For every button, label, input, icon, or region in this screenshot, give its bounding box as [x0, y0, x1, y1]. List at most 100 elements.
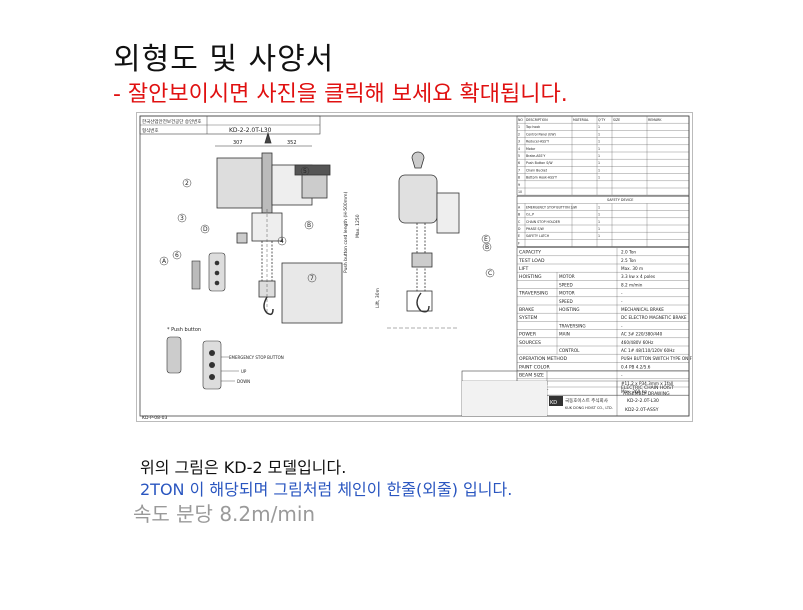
- spec-value: MECHANICAL BRAKE: [621, 307, 664, 312]
- spec-sub: SPEED: [559, 282, 573, 287]
- spec-sub: MOTOR: [559, 291, 575, 296]
- page-title: 외형도 및 사양서: [113, 42, 335, 77]
- spec-value: -: [621, 373, 623, 378]
- safety-cell: 1: [598, 234, 600, 238]
- drawing-model-label: KD-2-2.0T-L30: [229, 127, 272, 134]
- spec-value: #11.2 x P34.3mm x 1fall: [621, 381, 673, 386]
- model-description: 위의 그림은 KD-2 모델입니다.: [140, 458, 347, 477]
- parts-cell: Brake-ASS'Y: [526, 154, 545, 158]
- spec-value: 8.2 m/min: [621, 282, 643, 287]
- svg-text:KD: KD: [550, 400, 557, 406]
- parts-cell: 1: [598, 161, 600, 165]
- svg-text:3: 3: [180, 215, 184, 222]
- spec-group: CAPACITY: [519, 250, 541, 256]
- parts-cell: Top hook: [525, 125, 540, 129]
- parts-cell: Chain Bucket: [526, 168, 548, 172]
- lift-label: Lift, 30m: [375, 288, 381, 308]
- safety-cell: E: [518, 234, 520, 238]
- parts-cell: 1: [598, 140, 600, 144]
- parts-cell: 5: [518, 154, 520, 158]
- spec-value: 3.3 kw x 4 poles: [621, 274, 655, 279]
- parts-cell: 1: [598, 154, 600, 158]
- svg-text:7: 7: [310, 275, 314, 282]
- svg-text:B: B: [307, 222, 311, 229]
- doc-code: KD-P-08-03: [142, 415, 167, 421]
- assembly-drawing-image[interactable]: 한국산업안전보건공단 승인번호 형식번호 KD-2-2.0T-L30 307 3…: [136, 112, 695, 422]
- svg-text:DOWN: DOWN: [237, 379, 250, 384]
- safety-cell: 1: [598, 227, 600, 231]
- spec-value: 2.5 Ton: [621, 258, 636, 263]
- parts-header-cell: MATERIAL: [573, 118, 589, 122]
- svg-text:EMERGENCY STOP BUTTON: EMERGENCY STOP BUTTON: [229, 355, 284, 360]
- spec-group: SYSTEM: [519, 315, 537, 321]
- dim-307: 307: [233, 140, 243, 146]
- chain-description: 2TON 이 해당되며 그림처럼 체인이 한줄(외줄) 입니다.: [140, 480, 513, 499]
- parts-cell: Control Panel (EW): [526, 132, 556, 136]
- safety-cell: PHASE S/W: [526, 227, 545, 231]
- safety-cell: F: [518, 241, 520, 245]
- parts-cell: Push Button S/W: [526, 161, 553, 165]
- svg-text:A: A: [162, 258, 167, 265]
- spec-value: -: [621, 323, 623, 328]
- svg-text:KD-2-2.0T-L30: KD-2-2.0T-L30: [627, 398, 659, 404]
- spec-group: BRAKE: [519, 307, 534, 313]
- parts-cell: 1: [598, 168, 600, 172]
- svg-text:2: 2: [185, 180, 189, 187]
- svg-text:D: D: [203, 226, 208, 233]
- drawing-svg: 한국산업안전보건공단 승인번호 형식번호 KD-2-2.0T-L30 307 3…: [139, 115, 695, 421]
- safety-cell: EMERGENCY STOP BUTTON S/W: [526, 205, 578, 209]
- drawing-header-cert: 한국산업안전보건공단 승인번호: [142, 118, 201, 125]
- parts-header-cell: REMARK: [648, 118, 662, 122]
- spec-value: AC 1# 48/110/120V 60Hz: [621, 348, 675, 353]
- side-view-callouts: E B C: [481, 234, 495, 278]
- spec-group: HOISTING: [519, 274, 542, 280]
- parts-cell: 1: [598, 125, 600, 129]
- spec-group: BEAM SIZE: [519, 373, 544, 379]
- parts-cell: 1: [518, 125, 520, 129]
- safety-cell: B: [518, 213, 520, 217]
- spec-value: DC ELECTRO MAGNETIC BRAKE: [621, 315, 687, 320]
- parts-header-cell: DESCRIPTION: [526, 118, 548, 122]
- svg-text:6: 6: [175, 252, 179, 259]
- spec-group: POWER: [519, 332, 537, 338]
- svg-text:* Push button: * Push button: [167, 327, 201, 333]
- parts-cell: Motor: [526, 147, 536, 151]
- spec-value: 460/480V 60Hz: [621, 340, 654, 345]
- spec-value: Max. 30 m: [621, 266, 643, 271]
- spec-value: Max. 260 kg: [621, 389, 647, 394]
- spec-value: -: [621, 299, 623, 304]
- svg-text:국동호이스트 주식회사: 국동호이스트 주식회사: [565, 397, 609, 404]
- svg-text:UP: UP: [241, 369, 247, 374]
- safety-cell: D: [518, 227, 521, 231]
- spec-sub: TRAVERSING: [558, 323, 586, 328]
- safety-cell: 1: [598, 213, 600, 217]
- svg-text:KUK DONG HOIST CO., LTD.: KUK DONG HOIST CO., LTD.: [565, 406, 613, 410]
- spec-group: OPERATION METHOD: [519, 356, 567, 362]
- hoist-front-view: 307 352: [215, 131, 343, 324]
- drawing-header-type: 형식번호: [142, 127, 159, 134]
- parts-cell: Bottom Hook-ASS'Y: [526, 176, 557, 180]
- svg-text:4: 4: [280, 238, 284, 245]
- spec-group: PAINT COLOR: [519, 364, 551, 370]
- spec-value: PUSH BUTTON SWITCH TYPE ON FL: [621, 356, 692, 361]
- spec-sub: SPEED: [559, 299, 573, 304]
- drawing-callouts: 2 3 D 4 5 7 6 A B: [159, 166, 317, 283]
- parts-cell: 10: [518, 190, 522, 194]
- parts-cell: 1: [598, 132, 600, 136]
- pendant-switch-small: [191, 252, 226, 292]
- parts-header-cell: SIZE: [613, 118, 620, 122]
- speed-description: 속도 분당 8.2m/min: [133, 502, 316, 526]
- page-subtitle: - 잘안보이시면 사진을 클릭해 보세요 확대됩니다.: [113, 82, 568, 107]
- title-block: KD 국동호이스트 주식회사 KUK DONG HOIST CO., LTD. …: [461, 370, 690, 417]
- hoist-side-view: [387, 151, 460, 329]
- spec-sub: CONTROL: [559, 348, 580, 353]
- safety-cell: 1: [598, 220, 600, 224]
- svg-text:5: 5: [303, 168, 307, 175]
- parts-cell: 1: [598, 176, 600, 180]
- parts-cell: 9: [518, 183, 520, 187]
- drawing-header-left: 한국산업안전보건공단 승인번호 형식번호 KD-2-2.0T-L30: [139, 115, 321, 135]
- parts-cell: 1: [598, 147, 600, 151]
- safety-cell: SAFETY LATCH: [526, 234, 550, 238]
- parts-header-cell: Q'TY: [598, 118, 605, 122]
